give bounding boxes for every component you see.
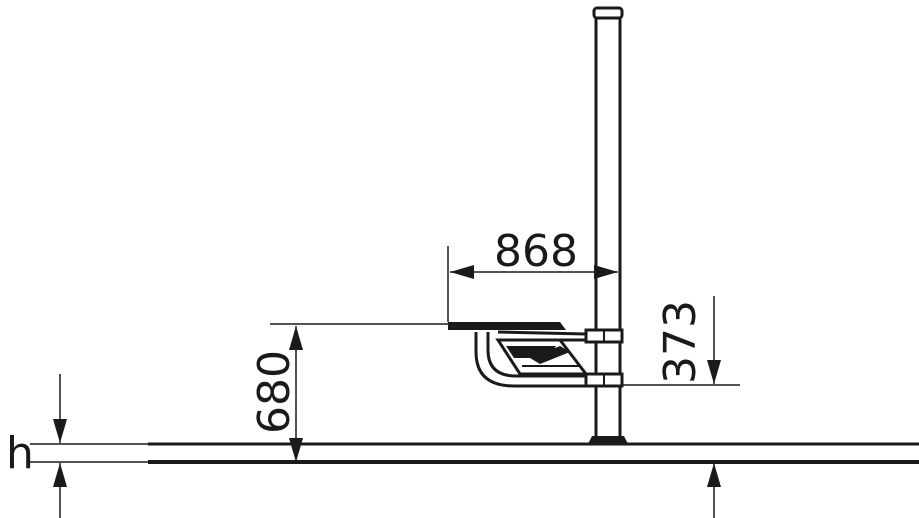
dimension-floor-thickness: h: [6, 374, 67, 518]
floor: [30, 442, 919, 464]
arrow-top: [53, 419, 67, 443]
dimension-seat-height: 680: [249, 323, 448, 462]
arrow-top: [707, 360, 721, 384]
arrow-top: [289, 326, 303, 350]
dimension-seat-depth: 868: [447, 226, 621, 330]
curved-tube: [474, 332, 586, 388]
seat-assembly: [448, 322, 624, 388]
arrow-bottom: [289, 438, 303, 462]
dimension-mount-height: 373: [622, 296, 740, 518]
post-base: [588, 436, 628, 444]
arrow-right: [594, 265, 618, 279]
post-cap: [592, 6, 624, 20]
dimension-label-373: 373: [655, 300, 706, 384]
dimension-label-680: 680: [249, 350, 300, 434]
arrow-bottom: [53, 463, 67, 487]
dimension-label-868: 868: [494, 226, 578, 277]
seat-bracket: [495, 338, 590, 376]
dimension-label-h: h: [6, 428, 34, 479]
seat-plate: [448, 322, 566, 330]
arrow-bottom: [707, 463, 721, 487]
arrow-left: [450, 265, 474, 279]
